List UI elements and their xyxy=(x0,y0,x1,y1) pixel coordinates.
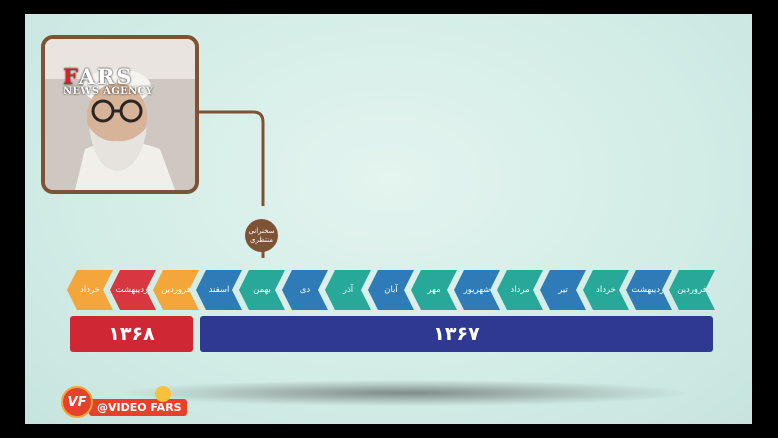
month-chevron: تیر xyxy=(540,270,586,310)
month-chevron: خرداد xyxy=(583,270,629,310)
sun-icon xyxy=(155,386,171,402)
month-chevron: فروردین xyxy=(153,270,199,310)
vf-logo-icon: VF xyxy=(61,386,93,418)
month-chevron: مهر xyxy=(411,270,457,310)
fars-logo: FARS NEWS AGENCY xyxy=(63,64,154,97)
month-chevron: آبان xyxy=(368,270,414,310)
watermark-handle: @VIDEO FARS xyxy=(89,399,187,416)
month-chevron: مرداد xyxy=(497,270,543,310)
month-chevron: اسفند xyxy=(196,270,242,310)
month-chevron: شهریور xyxy=(454,270,500,310)
month-chevron: بهمن xyxy=(239,270,285,310)
video-fars-watermark: @VIDEO FARS VF xyxy=(61,386,211,420)
month-chevron: خرداد xyxy=(67,270,113,310)
year-bar-1367: ۱۳۶۷ xyxy=(200,316,713,352)
floor-shadow xyxy=(125,380,685,406)
event-marker: سخنرانی منتظری xyxy=(245,219,278,252)
event-label: سخنرانی منتظری xyxy=(248,226,275,244)
year-bar-1368: ۱۳۶۸ xyxy=(70,316,193,352)
portrait-photo: FARS NEWS AGENCY xyxy=(41,35,199,194)
month-chevron: اردیبهشت xyxy=(110,270,156,310)
month-chevron: اردیبهشت xyxy=(626,270,672,310)
month-chevron: فروردین xyxy=(669,270,715,310)
month-chevron: آذر xyxy=(325,270,371,310)
month-chevron: دی xyxy=(282,270,328,310)
